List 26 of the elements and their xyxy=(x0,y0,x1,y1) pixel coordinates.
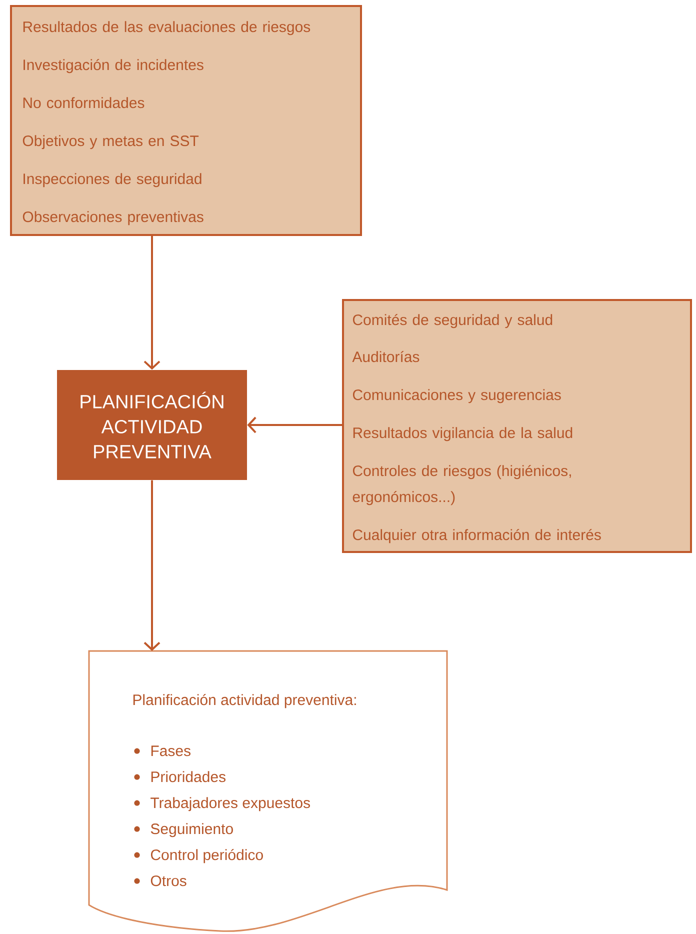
list-item: Controles de riesgos (higiénicos, ergonómicos...) xyxy=(352,464,571,506)
arrow xyxy=(247,416,342,434)
bullet-item: Control periódico xyxy=(134,848,263,864)
document-shape xyxy=(88,650,448,932)
bullet-item: Trabajadores expuestos xyxy=(134,797,310,812)
list-item: Investigación de incidentes xyxy=(24,58,204,74)
list-item: Comunicaciones y sugerencias xyxy=(352,389,561,404)
bullet-item: Prioridades xyxy=(134,771,226,782)
list-item: Resultados vigilancia de la salud xyxy=(353,427,572,442)
bullet-item: Seguimiento xyxy=(134,823,233,838)
list-item: Comités de seguridad y salud xyxy=(352,314,552,328)
list-item: Inspecciones de seguridad xyxy=(24,173,202,188)
list-item: Cualquier otra información de interés xyxy=(352,528,601,544)
bullet-item: Fases xyxy=(134,746,190,756)
list-item: Objetivos y metas en SST xyxy=(22,135,199,150)
heading: Planificación actividad preventiva: xyxy=(133,694,356,708)
source-box xyxy=(342,299,692,553)
arrow xyxy=(144,236,160,370)
arrow xyxy=(144,480,160,651)
list-item: No conformidades xyxy=(23,97,144,108)
source-box xyxy=(10,5,362,236)
title-box: PLANIFICACIÓN ACTIVIDAD PREVENTIVA xyxy=(57,370,247,480)
list-item: Observaciones preventivas xyxy=(22,211,204,226)
list-item: Auditorías xyxy=(352,350,420,362)
bullet-item: Otros xyxy=(134,876,186,886)
list-item: Resultados de las evaluaciones de riesgos xyxy=(23,21,310,36)
